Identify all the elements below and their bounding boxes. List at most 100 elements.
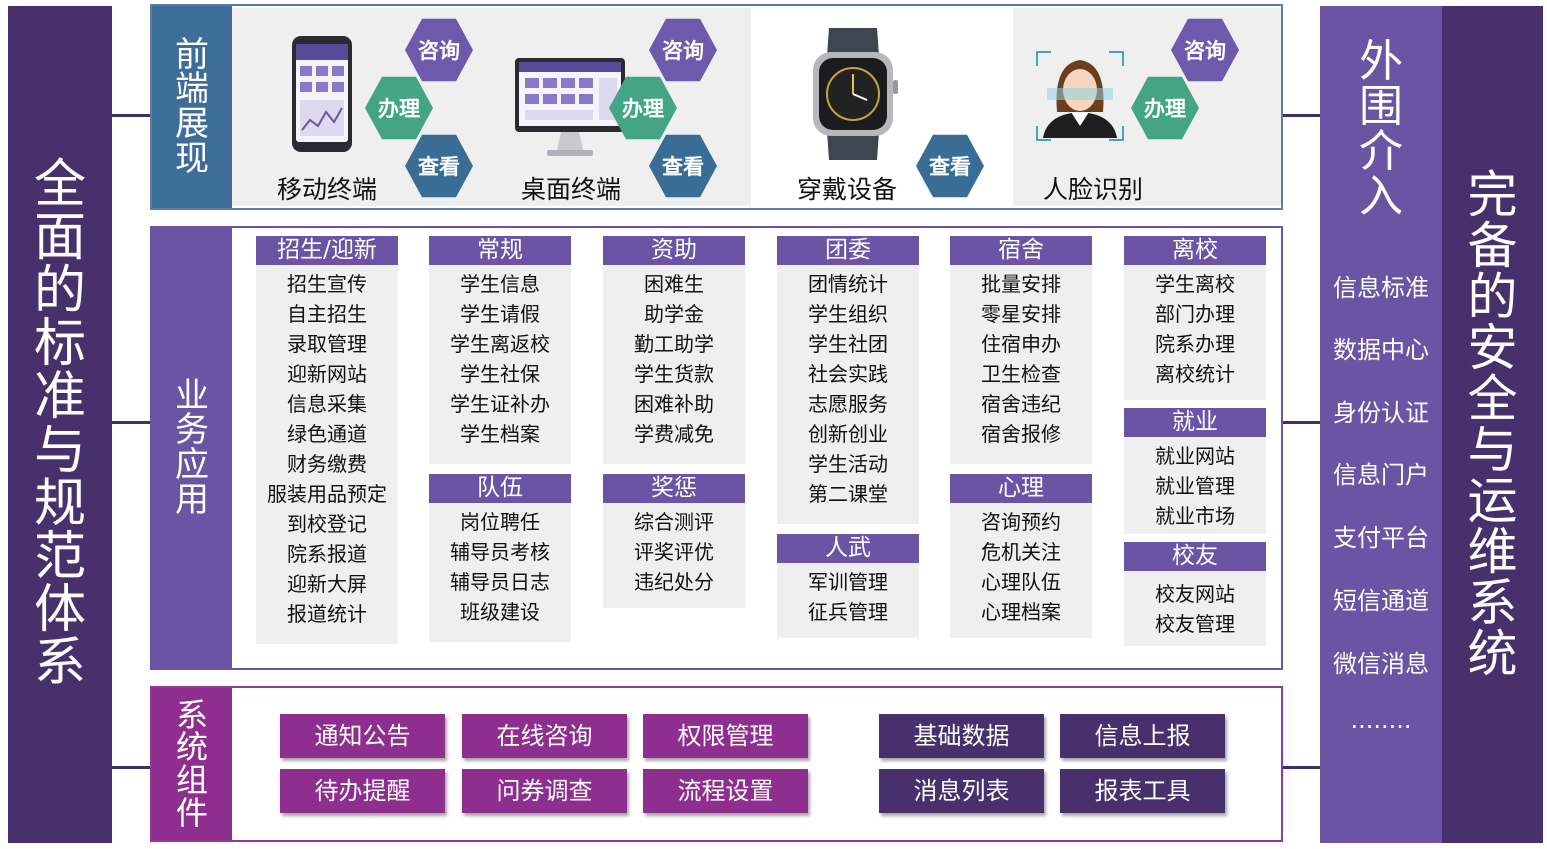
card-item[interactable]: 招生宣传 (287, 272, 367, 296)
card-item[interactable]: 住宿申办 (981, 332, 1061, 356)
card-title: 常规 (429, 236, 571, 265)
card-title: 团委 (777, 236, 919, 265)
hex-view[interactable]: 查看 (649, 134, 717, 198)
card-title: 离校 (1124, 236, 1266, 265)
card-item[interactable]: 就业网站 (1155, 444, 1235, 468)
card-item[interactable]: 第二课堂 (808, 482, 888, 506)
outer-item: ........ (1350, 706, 1412, 734)
left-title: 全面的标准与规范体系 (33, 155, 86, 693)
card-item[interactable]: 学生离返校 (450, 332, 550, 356)
card-item[interactable]: 报道统计 (287, 602, 367, 626)
card-item[interactable]: 卫生检查 (981, 362, 1061, 386)
card-item[interactable]: 综合测评 (634, 510, 714, 534)
report-tool-button[interactable]: 报表工具 (1060, 769, 1225, 813)
report-up-button[interactable]: 信息上报 (1060, 714, 1225, 758)
connector-line (1283, 421, 1320, 424)
card-item[interactable]: 离校统计 (1155, 362, 1235, 386)
card-item[interactable]: 迎新大屏 (287, 572, 367, 596)
card-item[interactable]: 助学金 (644, 302, 704, 326)
hex-handle[interactable]: 办理 (365, 76, 433, 140)
card-item[interactable]: 宿舍报修 (981, 422, 1061, 446)
device-desktop: 桌面终端 咨询 办理 查看 (483, 8, 751, 206)
outer-item: 数据中心 (1333, 336, 1429, 364)
card-item[interactable]: 辅导员日志 (450, 570, 550, 594)
card-item[interactable]: 团情统计 (808, 272, 888, 296)
device-mobile: 移动终端 咨询 办理 查看 (232, 8, 483, 206)
hex-view[interactable]: 查看 (916, 134, 984, 198)
card-item[interactable]: 学费减免 (634, 422, 714, 446)
card-team: 队伍 岗位聘任 辅导员考核 辅导员日志 班级建设 (429, 474, 571, 642)
card-item[interactable]: 学生离校 (1155, 272, 1235, 296)
card-item[interactable]: 服装用品预定 (267, 482, 387, 506)
card-item[interactable]: 学生社团 (808, 332, 888, 356)
card-item[interactable]: 绿色通道 (287, 422, 367, 446)
card-item[interactable]: 到校登记 (287, 512, 367, 536)
card-item[interactable]: 评奖评优 (634, 540, 714, 564)
card-item[interactable]: 财务缴费 (287, 452, 367, 476)
hex-consult[interactable]: 咨询 (1171, 18, 1239, 82)
workflow-button[interactable]: 流程设置 (643, 769, 808, 813)
card-item[interactable]: 学生证补办 (450, 392, 550, 416)
card-item[interactable]: 学生货款 (634, 362, 714, 386)
card-rewards: 奖惩 综合测评 评奖评优 违纪处分 (603, 474, 745, 608)
card-item[interactable]: 部门办理 (1155, 302, 1235, 326)
card-item[interactable]: 院系办理 (1155, 332, 1235, 356)
card-item[interactable]: 辅导员考核 (450, 540, 550, 564)
outer-item: 身份认证 (1333, 399, 1429, 427)
card-aid: 资助 困难生 助学金 勤工助学 学生货款 困难补助 学费减免 (603, 236, 745, 464)
card-item[interactable]: 军训管理 (808, 570, 888, 594)
card-item[interactable]: 违纪处分 (634, 570, 714, 594)
card-item[interactable]: 学生请假 (460, 302, 540, 326)
card-item[interactable]: 困难补助 (634, 392, 714, 416)
face-recognition-icon (1036, 51, 1124, 141)
card-item[interactable]: 校友管理 (1155, 612, 1235, 636)
card-item[interactable]: 心理档案 (981, 600, 1061, 624)
card-item[interactable]: 录取管理 (287, 332, 367, 356)
left-title-bar: 全面的标准与规范体系 (8, 6, 112, 843)
base-data-button[interactable]: 基础数据 (879, 714, 1044, 758)
card-item[interactable]: 信息采集 (287, 392, 367, 416)
card-item[interactable]: 学生组织 (808, 302, 888, 326)
card-item[interactable]: 困难生 (644, 272, 704, 296)
card-item[interactable]: 学生信息 (460, 272, 540, 296)
hex-consult[interactable]: 咨询 (405, 18, 473, 82)
card-item[interactable]: 学生档案 (460, 422, 540, 446)
todo-button[interactable]: 待办提醒 (280, 769, 445, 813)
outer-item: 信息标准 (1333, 274, 1429, 302)
card-item[interactable]: 零星安排 (981, 302, 1061, 326)
card-item[interactable]: 岗位聘任 (460, 510, 540, 534)
hex-handle[interactable]: 办理 (1131, 76, 1199, 140)
card-item[interactable]: 就业市场 (1155, 504, 1235, 528)
card-item[interactable]: 危机关注 (981, 540, 1061, 564)
card-item[interactable]: 志愿服务 (808, 392, 888, 416)
survey-button[interactable]: 问券调查 (462, 769, 627, 813)
card-item[interactable]: 心理队伍 (981, 570, 1061, 594)
card-item[interactable]: 勤工助学 (634, 332, 714, 356)
card-item[interactable]: 自主招生 (287, 302, 367, 326)
card-enrollment: 招生/迎新 招生宣传 自主招生 录取管理 迎新网站 信息采集 绿色通道 财务缴费… (256, 236, 398, 644)
card-alumni: 校友 校友网站 校友管理 (1124, 542, 1266, 646)
card-item[interactable]: 征兵管理 (808, 600, 888, 624)
device-name: 穿戴设备 (797, 175, 898, 204)
card-item[interactable]: 社会实践 (808, 362, 888, 386)
card-item[interactable]: 学生活动 (808, 452, 888, 476)
hex-consult[interactable]: 咨询 (649, 18, 717, 82)
card-item[interactable]: 校友网站 (1155, 582, 1235, 606)
permission-button[interactable]: 权限管理 (643, 714, 808, 758)
card-item[interactable]: 宿舍违纪 (981, 392, 1061, 416)
card-item[interactable]: 批量安排 (981, 272, 1061, 296)
card-item[interactable]: 咨询预约 (981, 510, 1061, 534)
hex-view[interactable]: 查看 (405, 134, 473, 198)
message-list-button[interactable]: 消息列表 (879, 769, 1044, 813)
system-components-section: 系统组件 通知公告 在线咨询 权限管理 待办提醒 问券调查 流程设置 基础数据 … (150, 686, 1283, 842)
consult-button[interactable]: 在线咨询 (462, 714, 627, 758)
card-item[interactable]: 院系报道 (287, 542, 367, 566)
card-title: 就业 (1124, 408, 1266, 437)
card-item[interactable]: 创新创业 (808, 422, 888, 446)
card-item[interactable]: 学生社保 (460, 362, 540, 386)
card-item[interactable]: 班级建设 (460, 600, 540, 624)
card-item[interactable]: 迎新网站 (287, 362, 367, 386)
card-item[interactable]: 就业管理 (1155, 474, 1235, 498)
card-title: 奖惩 (603, 474, 745, 503)
notice-button[interactable]: 通知公告 (280, 714, 445, 758)
